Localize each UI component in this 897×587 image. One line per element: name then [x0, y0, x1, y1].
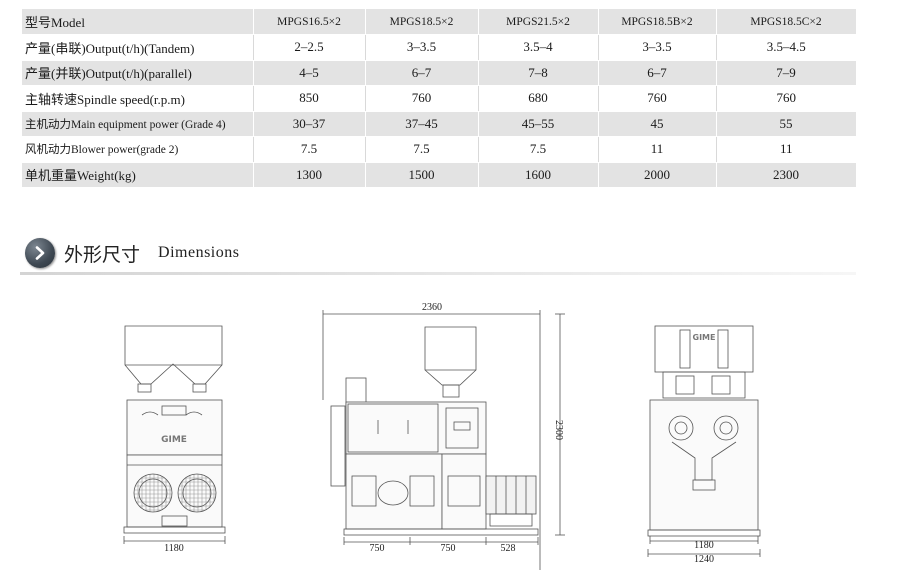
table-cell: 850 [253, 85, 366, 112]
dimension-label: 750 [370, 543, 385, 554]
model-name: MPGS18.5×2 [365, 9, 479, 35]
spec-table: 型号Model MPGS16.5×2 MPGS18.5×2 MPGS21.5×2… [22, 9, 857, 188]
model-name: MPGS18.5B×2 [598, 9, 717, 35]
model-name: MPGS16.5×2 [253, 9, 366, 35]
table-cell: 680 [478, 85, 599, 112]
table-cell: 2000 [598, 162, 717, 188]
table-cell: 45–55 [478, 111, 599, 137]
brand-logo: GIME [693, 333, 716, 342]
table-cell: 3–3.5 [365, 34, 479, 61]
brand-logo: GIME [161, 435, 187, 445]
row-label: 产量(串联)Output(t/h)(Tandem) [22, 34, 254, 61]
row-label: 风机动力Blower power(grade 2) [22, 136, 254, 163]
table-cell: 760 [365, 85, 479, 112]
table-cell: 4–5 [253, 60, 366, 86]
row-label: 主轴转速Spindle speed(r.p.m) [22, 85, 254, 112]
model-name: MPGS21.5×2 [478, 9, 599, 35]
table-cell: 7.5 [478, 136, 599, 163]
dimension-drawings: GIME 1180 [123, 302, 761, 570]
table-cell: 760 [716, 85, 856, 112]
table-cell: 3.5–4 [478, 34, 599, 61]
row-label: 单机重量Weight(kg) [22, 162, 254, 188]
table-row: 主轴转速Spindle speed(r.p.m) 850 760 680 760… [22, 85, 856, 112]
table-header-row: 型号Model MPGS16.5×2 MPGS18.5×2 MPGS21.5×2… [22, 9, 857, 35]
dimension-label: 750 [441, 543, 456, 554]
table-cell: 6–7 [365, 60, 479, 86]
dimension-label: 528 [501, 543, 516, 554]
row-label: 产量(并联)Output(t/h)(parallel) [22, 60, 254, 86]
table-row: 风机动力Blower power(grade 2) 7.5 7.5 7.5 11… [22, 136, 856, 163]
dimension-label: 2300 [553, 420, 564, 440]
dimension-label: 1180 [164, 543, 184, 554]
table-cell: 45 [598, 111, 717, 137]
row-label: 主机动力Main equipment power (Grade 4) [22, 111, 254, 137]
dimension-label: 2360 [422, 302, 442, 313]
table-cell: 7–8 [478, 60, 599, 86]
table-cell: 1300 [253, 162, 366, 188]
table-cell: 760 [598, 85, 717, 112]
chevron-right-icon [25, 238, 55, 268]
svg-text:GIME: GIME [161, 435, 187, 445]
table-cell: 11 [716, 136, 856, 163]
dimension-label: 1240 [694, 554, 714, 565]
front-view-drawing: GIME [123, 325, 226, 544]
table-row: 产量(并联)Output(t/h)(parallel) 4–5 6–7 7–8 … [22, 60, 857, 86]
table-row: 产量(串联)Output(t/h)(Tandem) 2–2.5 3–3.5 3.… [22, 34, 856, 61]
table-row: 主机动力Main equipment power (Grade 4) 30–37… [22, 111, 857, 137]
table-cell: 7.5 [253, 136, 366, 163]
table-cell: 55 [716, 111, 857, 137]
table-cell: 3–3.5 [598, 34, 717, 61]
table-cell: 1600 [478, 162, 599, 188]
section-title-cn: 外形尺寸 [64, 243, 141, 266]
table-row: 单机重量Weight(kg) 1300 1500 1600 2000 2300 [22, 162, 857, 188]
table-cell: 11 [598, 136, 717, 163]
model-name: MPGS18.5C×2 [716, 9, 857, 35]
side-view-drawing [322, 310, 565, 570]
section-divider [20, 272, 856, 275]
svg-text:GIME: GIME [693, 333, 716, 342]
table-cell: 6–7 [598, 60, 717, 86]
table-cell: 37–45 [365, 111, 479, 137]
table-cell: 2300 [716, 162, 857, 188]
end-view-drawing: GIME [647, 325, 761, 557]
header-label: 型号Model [22, 9, 254, 35]
dimension-label: 1180 [694, 540, 714, 551]
section-heading: 外形尺寸 Dimensions [25, 237, 239, 269]
section-title-en: Dimensions [158, 244, 240, 261]
table-cell: 3.5–4.5 [716, 34, 856, 61]
table-cell: 2–2.5 [253, 34, 366, 61]
table-cell: 30–37 [253, 111, 366, 137]
table-cell: 7–9 [716, 60, 857, 86]
table-cell: 7.5 [365, 136, 479, 163]
table-cell: 1500 [365, 162, 479, 188]
